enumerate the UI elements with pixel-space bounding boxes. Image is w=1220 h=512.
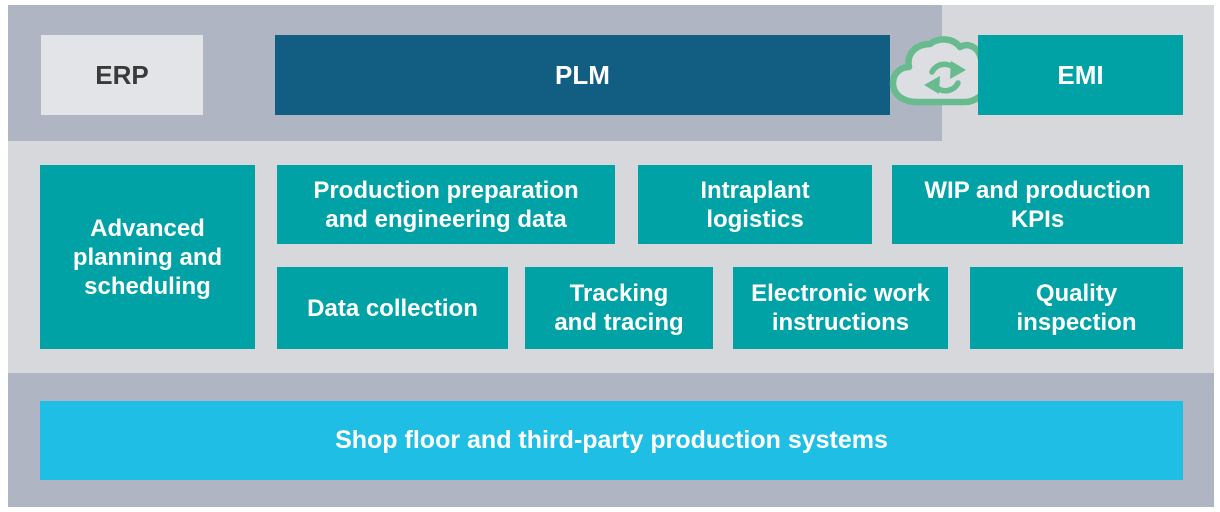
erp-label: ERP — [95, 59, 149, 90]
module-label-line: Advanced — [90, 214, 205, 242]
module-production-preparation: Production preparation and engineering d… — [277, 165, 615, 244]
module-label-line: Data collection — [307, 294, 478, 322]
plm-label: PLM — [555, 59, 610, 90]
module-label-line: logistics — [706, 205, 804, 233]
module-label-line: Intraplant — [700, 176, 810, 204]
module-label-line: KPIs — [1010, 205, 1065, 233]
module-label-line: and tracing — [554, 309, 684, 336]
module-intraplant-logistics: Intraplant logistics — [638, 165, 872, 244]
module-label-line: scheduling — [84, 272, 211, 300]
module-label-line: and engineering data — [325, 205, 567, 233]
module-label: Quality inspection — [1016, 279, 1136, 337]
module-label-line: Quality — [1035, 280, 1118, 307]
module-advanced-planning-and-scheduling: Advanced planning and scheduling — [40, 165, 255, 349]
cloud-sync-icon — [889, 36, 1002, 106]
module-label-line: instructions — [771, 309, 910, 336]
module-label: WIP and production KPIs — [924, 176, 1150, 234]
module-data-collection: Data collection — [277, 267, 508, 349]
module-label-line: Tracking — [569, 280, 669, 307]
erp-box: ERP — [41, 35, 203, 115]
plm-box: PLM — [275, 35, 890, 115]
module-label: Data collection — [307, 294, 478, 323]
shop-floor-box: Shop floor and third-party production sy… — [40, 401, 1183, 480]
emi-box: EMI — [978, 35, 1183, 115]
module-label-line: Electronic work — [751, 280, 930, 307]
emi-label: EMI — [1057, 59, 1104, 90]
module-label: Production preparation and engineering d… — [313, 176, 578, 234]
module-label: Intraplant logistics — [700, 176, 809, 234]
module-label-line: WIP and production — [924, 176, 1151, 204]
module-label-line: inspection — [1016, 309, 1137, 336]
module-label: Tracking and tracing — [554, 279, 683, 337]
module-label: Electronic work instructions — [751, 279, 930, 337]
module-label-line: Production preparation — [313, 176, 579, 204]
module-wip-and-production-kpis: WIP and production KPIs — [892, 165, 1183, 244]
module-tracking-and-tracing: Tracking and tracing — [525, 267, 713, 349]
module-label-line: planning and — [72, 243, 223, 271]
module-label: Advanced planning and scheduling — [73, 214, 222, 301]
module-quality-inspection: Quality inspection — [970, 267, 1183, 349]
module-electronic-work-instructions: Electronic work instructions — [733, 267, 948, 349]
shop-floor-label: Shop floor and third-party production sy… — [335, 426, 888, 454]
